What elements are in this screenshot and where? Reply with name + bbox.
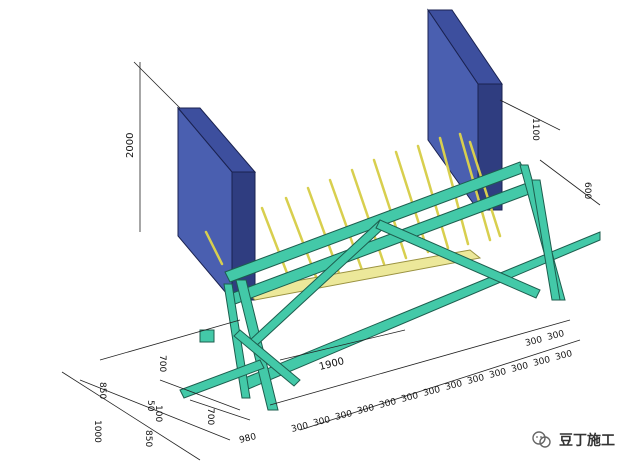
dim-spacing-10: 300: [510, 361, 529, 375]
brand-label: 豆丁施工: [559, 433, 615, 449]
dim-left-f: 100: [153, 405, 163, 422]
dim-right-b: 600: [582, 182, 592, 199]
dim-spacing-13: 300: [524, 335, 543, 349]
wechat-icon: [532, 431, 551, 448]
dim-left-b: 850: [97, 382, 107, 399]
dim-spacing-2: 300: [334, 409, 353, 423]
dim-front-b: 980: [238, 432, 257, 446]
brand-watermark: 豆丁施工: [531, 429, 615, 451]
dim-left-d: 850: [143, 430, 153, 447]
dim-front-a: 700: [205, 408, 215, 425]
steel-frame: [179, 161, 601, 411]
dim-left-a: 700: [157, 355, 167, 372]
dim-left-e: 50: [145, 400, 155, 412]
dim-spacing-5: 300: [400, 391, 419, 405]
dim-spacing-4: 300: [378, 397, 397, 411]
dim-panel-height: 2000: [125, 133, 136, 158]
dim-left-c: 1000: [92, 420, 102, 443]
dim-right-a: 1100: [530, 118, 540, 141]
dim-beam-span: 1900: [318, 356, 345, 373]
dim-spacing-11: 300: [532, 355, 551, 369]
dim-spacing-8: 300: [466, 373, 485, 387]
dim-spacing-14: 300: [546, 329, 565, 343]
dim-spacing-9: 300: [488, 367, 507, 381]
dim-spacing-3: 300: [356, 403, 375, 417]
dim-spacing-0: 300: [290, 421, 309, 435]
dim-spacing-6: 300: [422, 385, 441, 399]
dimension-lines: [61, 61, 601, 461]
dim-spacing-7: 300: [444, 379, 463, 393]
dim-spacing-1: 300: [312, 415, 331, 429]
dim-spacing-12: 300: [554, 349, 573, 363]
spacing-dimensions: 300 300 300 300 300 300 300 300 300 300 …: [290, 329, 573, 435]
